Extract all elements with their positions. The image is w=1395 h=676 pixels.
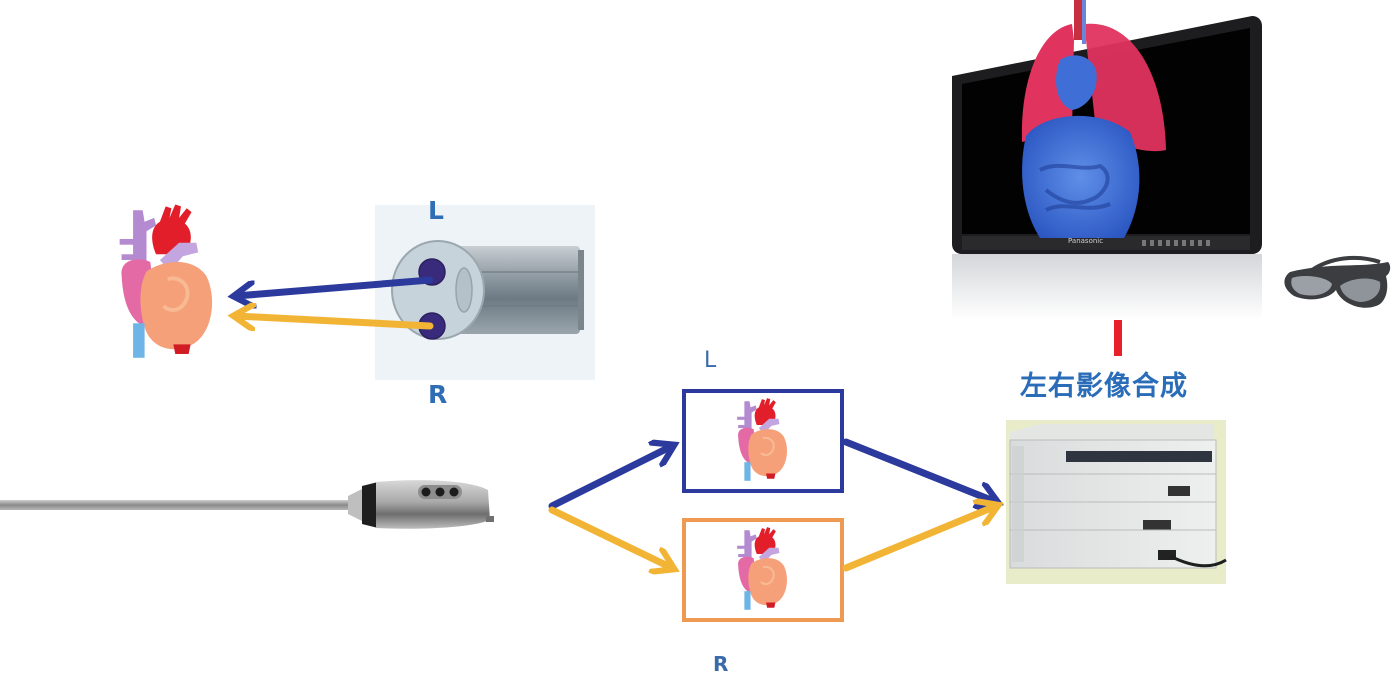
- scope-tip-image: [375, 205, 595, 380]
- right-channel-ray: [236, 316, 434, 326]
- composition-caption: 左右影像合成: [1020, 371, 1188, 402]
- endoscope-to-left-arrow: [548, 446, 672, 510]
- endoscope-to-right-arrow: [548, 506, 672, 568]
- processor-unit-image: [1006, 420, 1227, 584]
- left-image-panel: [682, 389, 844, 493]
- 3d-monitor-image: [952, 0, 1262, 320]
- left-panel-label: L: [704, 348, 717, 373]
- monitor-buttons: [1142, 240, 1210, 246]
- right-panel-to-processor-arrow: [842, 506, 996, 572]
- 3d-glasses-image: [1284, 255, 1391, 308]
- subject-heart-image: [117, 202, 215, 360]
- scope-tip-right-label: R: [428, 380, 448, 409]
- endoscope-image: [0, 480, 494, 529]
- right-image-panel: [682, 518, 844, 622]
- right-panel-label: R: [713, 652, 729, 676]
- scope-tip-left-label: L: [428, 196, 444, 225]
- left-channel-ray: [236, 276, 434, 296]
- left-panel-to-processor-arrow: [842, 438, 996, 502]
- monitor-brand-logo: Panasonic: [1068, 237, 1104, 245]
